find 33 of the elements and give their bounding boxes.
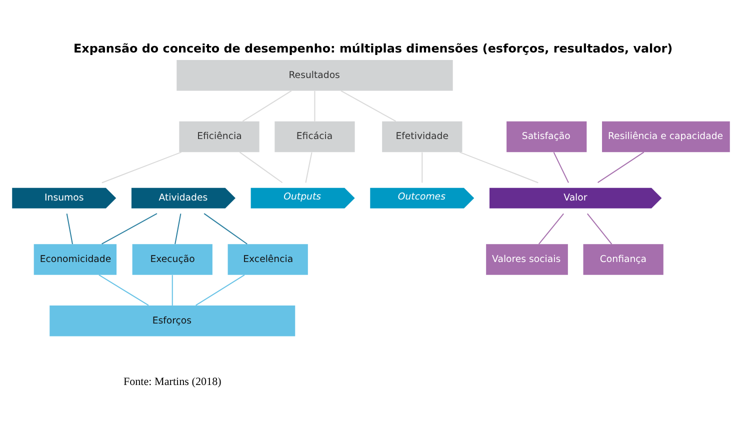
connector <box>460 151 538 183</box>
connector <box>102 212 158 244</box>
node-box: Confiança <box>583 244 664 274</box>
node-box: Resultados <box>176 60 453 90</box>
connector <box>305 152 312 182</box>
node-box: Efetividade <box>382 120 462 152</box>
node-box: Execução <box>132 244 212 274</box>
connector <box>553 152 569 182</box>
connector <box>174 213 182 244</box>
diagram-title: Expansão do conceito de desempenho: múltiplas dimensões (esforços, resultados, valor) <box>73 41 673 56</box>
connector <box>586 212 612 244</box>
node-box: Eficiência <box>179 120 260 152</box>
connector <box>538 212 564 244</box>
node-box: Economicidade <box>34 244 117 274</box>
node-box: Excelência <box>228 244 308 274</box>
connector <box>102 151 182 183</box>
caption: Fonte: Martins (2018) <box>123 376 222 388</box>
node-box: Satisfação <box>506 120 587 152</box>
connector <box>314 90 316 121</box>
connector <box>66 213 73 244</box>
node-box: Eficácia <box>274 120 355 152</box>
connector <box>196 274 245 306</box>
connector <box>239 151 283 183</box>
connector <box>242 90 292 122</box>
connector <box>98 274 149 306</box>
connector <box>598 151 644 183</box>
connector <box>204 212 248 244</box>
connector <box>422 152 423 182</box>
connector <box>172 274 173 305</box>
node-box: Resiliência e capacidade <box>602 120 730 152</box>
node-box: Esforços <box>50 305 296 336</box>
connector <box>340 90 396 122</box>
node-box: Valores sociais <box>486 244 568 274</box>
